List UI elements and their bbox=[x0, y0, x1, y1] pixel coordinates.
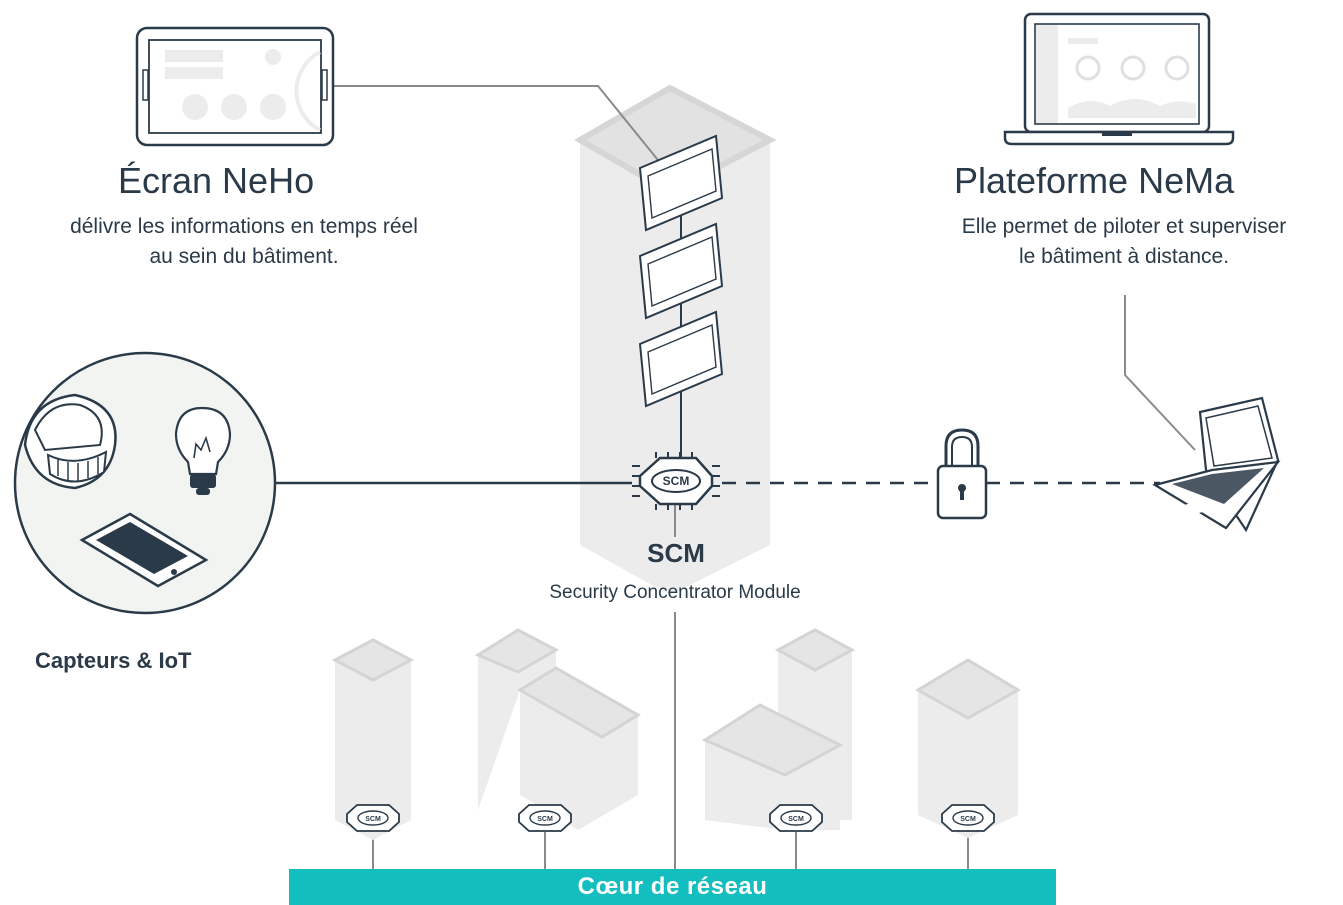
sensors-title: Capteurs & IoT bbox=[35, 648, 192, 673]
neho-description: délivre les informations en temps réel a… bbox=[0, 212, 488, 272]
neho-description-line: délivre les informations en temps réel bbox=[70, 215, 418, 238]
scm-title: SCM bbox=[647, 538, 705, 568]
building-3 bbox=[701, 628, 856, 830]
iot-circle bbox=[13, 351, 277, 615]
scm-chip-main: SCM bbox=[632, 452, 720, 510]
neho-description-line: au sein du bâtiment. bbox=[149, 245, 339, 268]
scm-subtitle: Security Concentrator Module bbox=[549, 582, 801, 603]
light-bulb-icon bbox=[174, 406, 232, 495]
nema-description: Elle permet de piloter et superviser le … bbox=[905, 212, 1343, 272]
smartphone-icon bbox=[79, 512, 209, 588]
scm-chip-small: SCM bbox=[941, 804, 995, 832]
nema-description-line: Elle permet de piloter et superviser bbox=[961, 215, 1287, 238]
scm-chip-small: SCM bbox=[518, 804, 572, 832]
padlock-icon bbox=[936, 428, 988, 520]
scm-chip-small-label: SCM bbox=[537, 816, 553, 823]
scm-chip-small-label: SCM bbox=[788, 816, 804, 823]
laptop-icon bbox=[1003, 12, 1235, 146]
scm-chip-small: SCM bbox=[769, 804, 823, 832]
building-2 bbox=[474, 628, 641, 830]
motion-sensor-icon bbox=[23, 393, 117, 490]
building-4 bbox=[915, 658, 1021, 838]
nema-description-line: le bâtiment à distance. bbox=[1018, 245, 1230, 268]
wall-panel bbox=[638, 310, 724, 408]
tablet-icon bbox=[135, 26, 335, 147]
scm-chip-label: SCM bbox=[663, 474, 690, 488]
wall-panel bbox=[638, 222, 724, 320]
neho-title: Écran NeHo bbox=[118, 160, 315, 201]
wall-panel bbox=[638, 134, 724, 232]
scm-chip-small: SCM bbox=[346, 804, 400, 832]
building-1 bbox=[331, 638, 415, 840]
network-core-label: Cœur de réseau bbox=[577, 873, 768, 900]
scm-chip-small-label: SCM bbox=[365, 816, 381, 823]
nema-title: Plateforme NeMa bbox=[954, 160, 1235, 201]
remote-laptop-icon bbox=[1152, 396, 1281, 533]
network-core-bar: Cœur de réseau bbox=[289, 869, 1056, 905]
scm-chip-small-label: SCM bbox=[960, 816, 976, 823]
